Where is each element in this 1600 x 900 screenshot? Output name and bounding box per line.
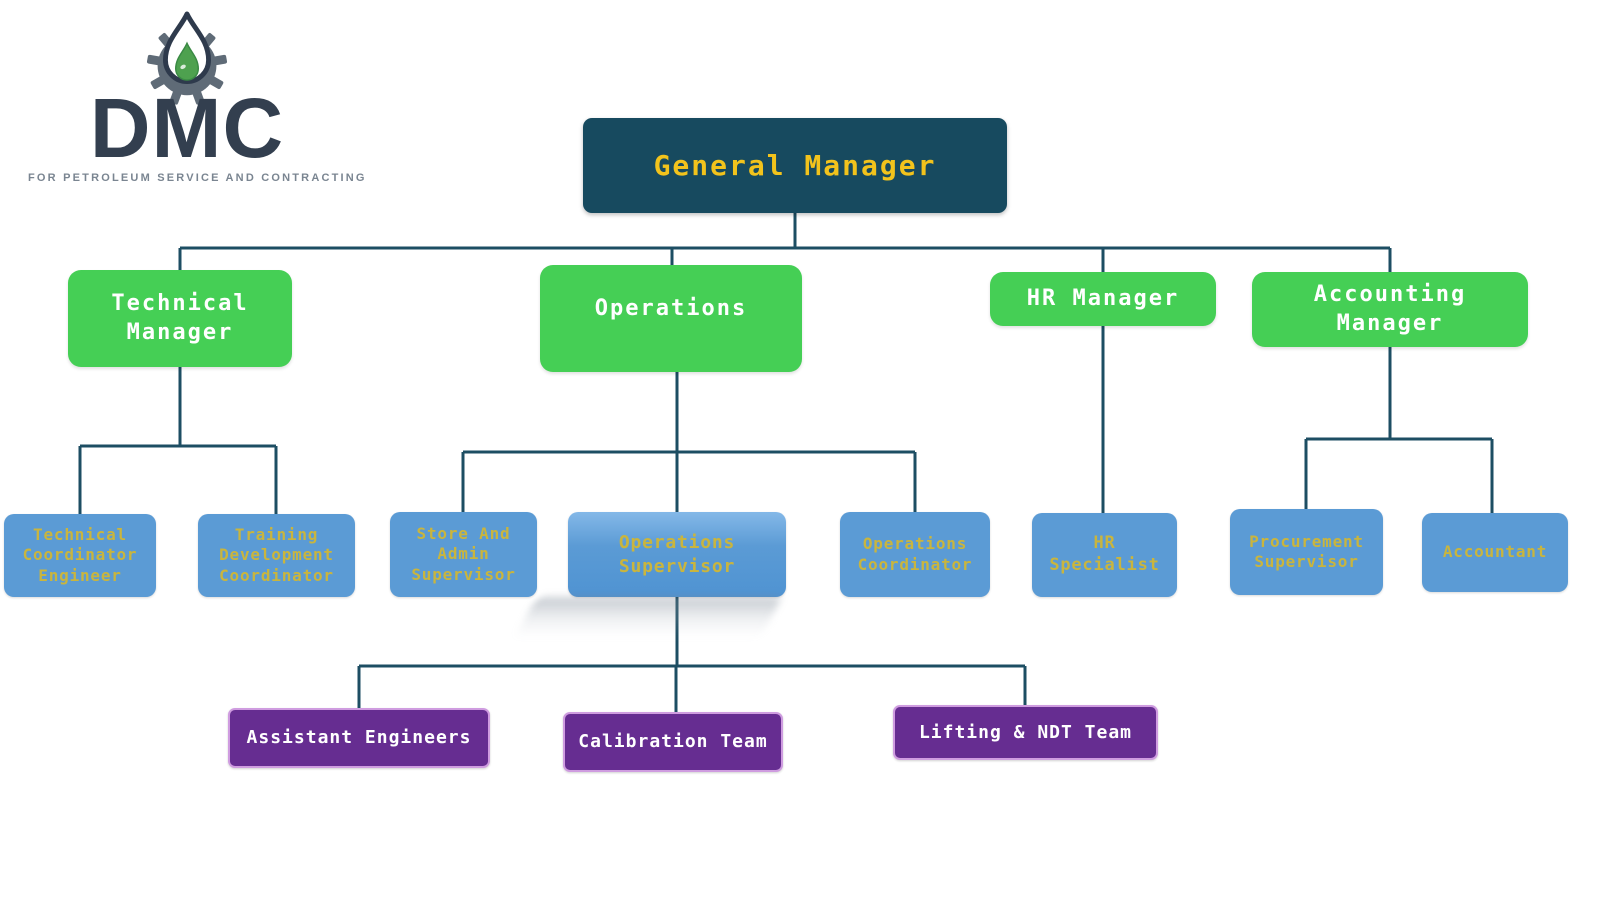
- node-lifting-ndt-team: Lifting & NDT Team: [893, 705, 1158, 760]
- node-training-development-coordinator: Training Development Coordinator: [198, 514, 355, 597]
- node-label: Lifting & NDT Team: [918, 721, 1133, 743]
- company-logo: DMC FOR PETROLEUM SERVICE AND CONTRACTIN…: [28, 10, 367, 184]
- node-technical-manager: Technical Manager: [68, 270, 292, 367]
- node-calibration-team: Calibration Team: [563, 712, 783, 772]
- node-assistant-engineers: Assistant Engineers: [228, 708, 490, 768]
- node-technical-coordinator-engineer: Technical Coordinator Engineer: [4, 514, 156, 597]
- node-store-and-admin-supervisor: Store And Admin Supervisor: [390, 512, 537, 597]
- node-label: Technical Manager: [111, 291, 249, 345]
- node-operations-coordinator: Operations Coordinator: [840, 512, 990, 597]
- node-general-manager: General Manager: [583, 118, 1007, 213]
- node-accountant: Accountant: [1422, 513, 1568, 592]
- gear-oil-drop-icon: [146, 11, 228, 105]
- node-label: Operations: [594, 296, 748, 322]
- node-label: Operations Coordinator: [857, 534, 973, 574]
- node-operations: Operations: [540, 265, 802, 372]
- connector-accounting-children: [1304, 347, 1494, 513]
- node-label: Accounting Manager: [1313, 282, 1467, 336]
- node-label: Calibration Team: [578, 731, 768, 753]
- node-operations-supervisor: Operations Supervisor: [568, 512, 786, 597]
- node-label: Accountant: [1442, 542, 1548, 562]
- node-label: HR Manager: [1026, 285, 1180, 311]
- node-hr-specialist: HR Specialist: [1032, 513, 1177, 597]
- node-accounting-manager: Accounting Manager: [1252, 272, 1528, 347]
- node-label: HR Specialist: [1049, 533, 1160, 575]
- node-hr-manager: HR Manager: [990, 272, 1216, 326]
- node-procurement-supervisor: Procurement Supervisor: [1230, 509, 1383, 595]
- connector-gm-to-departments: [178, 213, 1392, 272]
- connector-supervisor-teams: [357, 597, 1027, 712]
- oil-drop: [174, 41, 200, 81]
- node-label: General Manager: [653, 148, 937, 182]
- node-label: Procurement Supervisor: [1249, 531, 1364, 571]
- logo-acronym: DMC: [89, 81, 285, 175]
- node-label: Assistant Engineers: [246, 727, 472, 749]
- logo-tagline: FOR PETROLEUM SERVICE AND CONTRACTING: [28, 171, 367, 184]
- connector-operations-children: [461, 372, 917, 512]
- node-label: Operations Supervisor: [618, 532, 736, 577]
- node-label: Technical Coordinator Engineer: [22, 524, 138, 585]
- node-label: Store And Admin Supervisor: [411, 523, 516, 584]
- node-label: Training Development Coordinator: [219, 524, 334, 585]
- connector-technical-children: [78, 367, 278, 514]
